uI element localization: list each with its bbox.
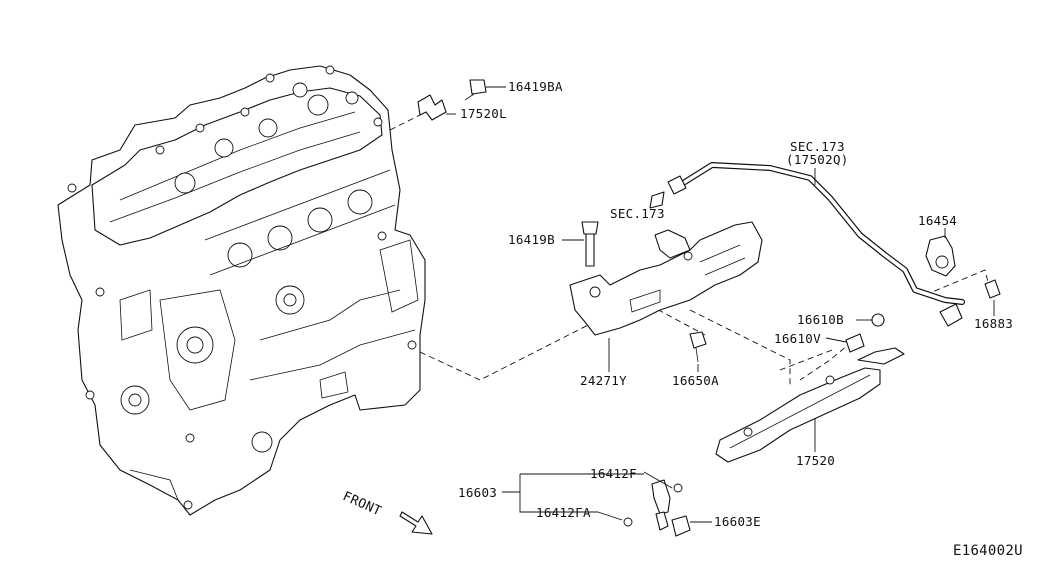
callout-16419BA: 16419BA xyxy=(508,79,563,94)
callout-24271Y: 24271Y xyxy=(580,373,627,388)
clip-16454 xyxy=(925,235,956,277)
front-arrow-icon xyxy=(399,511,433,535)
engine-assembly xyxy=(57,65,426,516)
callout-16412FA: 16412FA xyxy=(536,505,591,520)
callout-sec173-upper-sub: (17502Q) xyxy=(786,152,849,167)
bolt-16650A xyxy=(689,331,707,363)
callout-sec173-lower: SEC.173 xyxy=(610,206,665,221)
reference-lines xyxy=(389,109,991,385)
diagram-id: E164002U xyxy=(953,543,1023,559)
part-16883 xyxy=(984,279,1001,299)
callout-17520: 17520 xyxy=(796,453,836,468)
leader-lines xyxy=(446,86,995,523)
fuel-feed-tube xyxy=(649,162,965,327)
callout-16610V: 16610V xyxy=(774,331,821,346)
part-16610B xyxy=(871,313,885,327)
clip-16603E xyxy=(671,515,691,537)
bolt-16419BA xyxy=(464,79,487,101)
callout-16412F: 16412F xyxy=(590,466,637,481)
callout-16603: 16603 xyxy=(458,485,498,500)
callout-16603E: 16603E xyxy=(714,514,761,529)
callout-sec173-upper: SEC.173 xyxy=(790,139,845,154)
callout-16419B: 16419B xyxy=(508,232,555,247)
part-16610V xyxy=(845,333,865,353)
callout-16883: 16883 xyxy=(974,316,1014,331)
callout-16610B: 16610B xyxy=(797,312,844,327)
fuel-rail-17520 xyxy=(715,347,905,463)
callout-16650A: 16650A xyxy=(672,373,719,388)
callout-17520L: 17520L xyxy=(460,106,507,121)
injector-16603 xyxy=(623,479,683,531)
bracket-17520L xyxy=(417,94,447,121)
callout-16454: 16454 xyxy=(918,213,958,228)
bolt-16419B xyxy=(581,221,599,267)
protector-24271Y xyxy=(569,221,763,336)
